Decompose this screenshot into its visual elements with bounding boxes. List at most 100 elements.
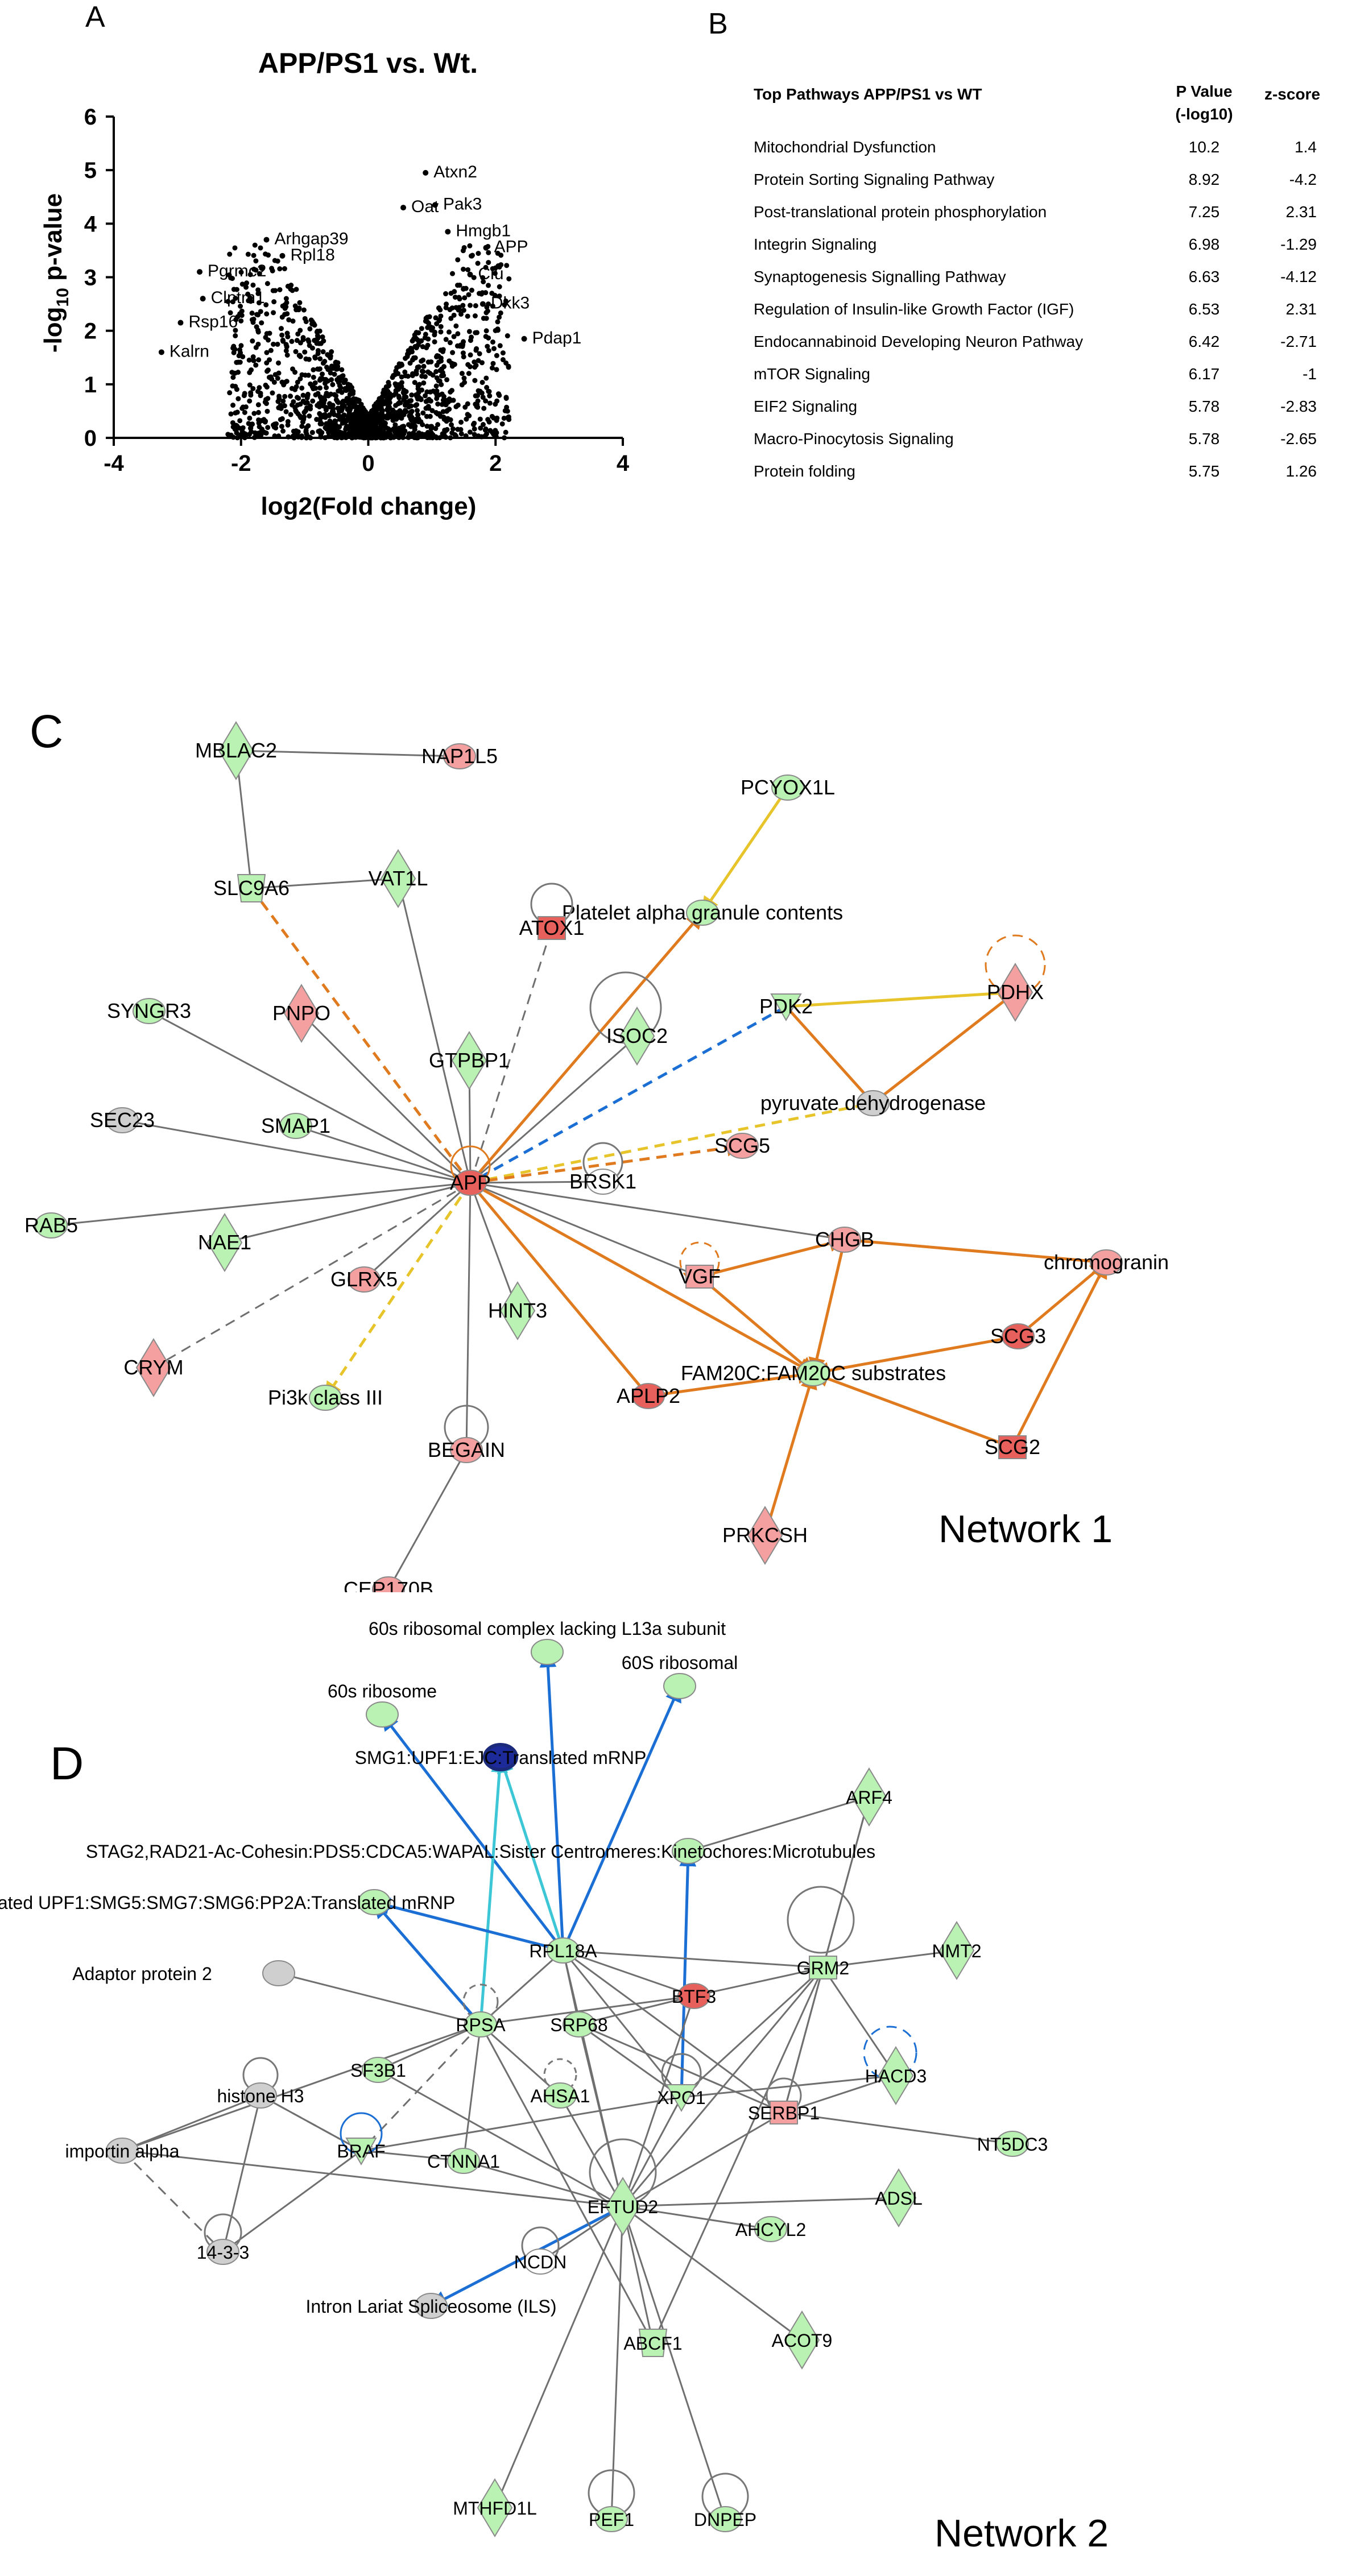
node-xpo1[interactable]: XPO1 bbox=[657, 2053, 706, 2113]
node-aplp2[interactable]: APLP2 bbox=[617, 1383, 680, 1409]
node-h3[interactable]: histone H3 bbox=[217, 2057, 304, 2109]
node-plt[interactable]: Platelet alpha granule contents bbox=[562, 900, 843, 926]
node-pcyox1l[interactable]: PCYOX1L bbox=[741, 775, 835, 801]
node-hacd3[interactable]: HACD3 bbox=[863, 2026, 927, 2105]
node-rab5[interactable]: RAB5 bbox=[24, 1212, 78, 1239]
node-pnpo[interactable]: PNPO bbox=[272, 984, 330, 1043]
node-arf4[interactable]: ARF4 bbox=[846, 1767, 892, 1827]
node-gtpbp1[interactable]: GTPBP1 bbox=[429, 1031, 510, 1090]
node-adapt[interactable]: Adaptor protein 2 bbox=[72, 1960, 295, 1986]
node-chr[interactable]: chromogranin bbox=[1044, 1249, 1169, 1275]
node-acot9[interactable]: ACOT9 bbox=[772, 2310, 833, 2370]
node-mthfd1l[interactable]: MTHFD1L bbox=[453, 2478, 537, 2537]
node-stag[interactable]: STAG2,RAD21-Ac-Cohesin:PDS5:CDCA5:WAPAL:… bbox=[86, 1838, 875, 1864]
node-rpl18a[interactable]: RPL18A bbox=[529, 1937, 597, 1964]
node-srp68[interactable]: SRP68 bbox=[550, 2011, 608, 2037]
node-label: DNPEP bbox=[694, 2509, 756, 2530]
node-vgf[interactable]: VGF bbox=[679, 1241, 721, 1289]
node-nae1[interactable]: NAE1 bbox=[198, 1213, 251, 1272]
node-nmt2[interactable]: NMT2 bbox=[932, 1921, 982, 1980]
node-sec23[interactable]: SEC23 bbox=[90, 1107, 155, 1133]
node-btf3[interactable]: BTF3 bbox=[672, 1983, 716, 2009]
node-lack[interactable]: 60s ribosomal complex lacking L13a subun… bbox=[369, 1618, 726, 1665]
node-dnpep[interactable]: DNPEP bbox=[694, 2473, 756, 2532]
node-pi3k[interactable]: Pi3k class III bbox=[268, 1385, 383, 1411]
table-row: Regulation of Insulin-like Growth Factor… bbox=[754, 300, 1317, 318]
node-chgb[interactable]: CHGB bbox=[815, 1227, 874, 1253]
node-scg5[interactable]: SCG5 bbox=[714, 1133, 770, 1159]
volcano-point bbox=[289, 338, 295, 344]
volcano-point bbox=[479, 390, 485, 396]
node-atox1[interactable]: ATOX1 bbox=[519, 883, 585, 940]
node-d1433[interactable]: 14-3-3 bbox=[197, 2213, 250, 2265]
node-pyr[interactable]: pyruvate dehydrogenase bbox=[760, 1090, 986, 1116]
volcano-point bbox=[481, 405, 487, 411]
edge bbox=[469, 911, 704, 1184]
node-crym[interactable]: CRYM bbox=[123, 1338, 184, 1397]
node-scg3[interactable]: SCG3 bbox=[990, 1323, 1046, 1349]
node-cep170b[interactable]: CEP170B bbox=[344, 1576, 433, 1592]
node-label: CTNNA1 bbox=[427, 2151, 500, 2172]
node-glrx5[interactable]: GLRX5 bbox=[330, 1266, 398, 1293]
node-label: Intron Lariat Spliceosome (ILS) bbox=[305, 2296, 556, 2317]
volcano-y-tick-label: 1 bbox=[84, 372, 97, 397]
node-ctnna1[interactable]: CTNNA1 bbox=[427, 2148, 500, 2174]
node-ahsa1[interactable]: AHSA1 bbox=[531, 2058, 590, 2109]
node-brsk1[interactable]: BRSK1 bbox=[569, 1142, 636, 1195]
node-adsl[interactable]: ADSL bbox=[875, 2168, 923, 2227]
node-prkcsh[interactable]: PRKCSH bbox=[722, 1506, 808, 1565]
volcano-point bbox=[361, 409, 367, 415]
node-begain[interactable]: BEGAIN bbox=[428, 1405, 505, 1463]
node-pdhx[interactable]: PDHX bbox=[985, 934, 1046, 1022]
edge bbox=[699, 1235, 846, 1278]
node-smg1[interactable]: SMG1:UPF1:EJC:Translated mRNP bbox=[355, 1743, 647, 1771]
volcano-point bbox=[247, 415, 253, 421]
volcano-point bbox=[382, 425, 387, 431]
volcano-point bbox=[303, 356, 309, 362]
node-nap1l5[interactable]: NAP1L5 bbox=[421, 743, 498, 769]
volcano-point bbox=[284, 344, 290, 350]
volcano-point bbox=[340, 405, 345, 411]
node-ahcyl2[interactable]: AHCYL2 bbox=[735, 2216, 807, 2242]
node-scg2[interactable]: SCG2 bbox=[985, 1435, 1040, 1459]
node-ncdn[interactable]: NCDN bbox=[514, 2226, 567, 2275]
edge bbox=[622, 2205, 771, 2230]
volcano-point bbox=[505, 408, 510, 414]
volcano-point-label: Rsp16 bbox=[188, 313, 238, 332]
node-r60s[interactable]: 60s ribosome bbox=[328, 1681, 437, 1728]
node-braf[interactable]: BRAF bbox=[337, 2112, 386, 2166]
volcano-point bbox=[337, 383, 342, 388]
edge bbox=[469, 1181, 815, 1375]
volcano-point bbox=[487, 393, 493, 399]
node-phos[interactable]: Phosphorylated UPF1:SMG5:SMG7:SMG6:PP2A:… bbox=[0, 1889, 455, 1915]
node-vat1l[interactable]: VAT1L bbox=[369, 849, 428, 908]
volcano-point bbox=[228, 275, 234, 281]
node-isoc2[interactable]: ISOC2 bbox=[589, 971, 668, 1066]
node-syngr3[interactable]: SYNGR3 bbox=[107, 998, 191, 1024]
node-r60s[interactable]: 60S ribosomal bbox=[622, 1653, 738, 1699]
node-nt5dc3[interactable]: NT5DC3 bbox=[977, 2131, 1048, 2157]
node-ils[interactable]: Intron Lariat Spliceosome (ILS) bbox=[305, 2293, 557, 2319]
node-slc9a6[interactable]: SLC9A6 bbox=[213, 874, 290, 902]
volcano-point bbox=[288, 412, 293, 417]
volcano-point bbox=[256, 417, 262, 423]
node-app[interactable]: APP bbox=[450, 1145, 491, 1196]
volcano-point bbox=[277, 266, 283, 272]
node-grm2[interactable]: GRM2 bbox=[787, 1886, 855, 1979]
node-serbp1[interactable]: SERBP1 bbox=[748, 2077, 820, 2124]
volcano-point bbox=[280, 428, 286, 434]
node-imp[interactable]: importin alpha bbox=[65, 2138, 180, 2164]
node-fam[interactable]: FAM20C:FAM20C substrates bbox=[681, 1360, 946, 1386]
node-eftud2[interactable]: EFTUD2 bbox=[588, 2138, 658, 2236]
node-rpsa[interactable]: RPSA bbox=[456, 1983, 506, 2037]
node-abcf1[interactable]: ABCF1 bbox=[623, 2329, 683, 2357]
node-smap1[interactable]: SMAP1 bbox=[261, 1113, 330, 1139]
node-mblac2[interactable]: MBLAC2 bbox=[195, 721, 277, 780]
node-hint3[interactable]: HINT3 bbox=[488, 1281, 547, 1340]
node-pdk2[interactable]: PDK2 bbox=[759, 993, 813, 1022]
volcano-point bbox=[472, 365, 478, 370]
node-sf3b1[interactable]: SF3B1 bbox=[350, 2057, 406, 2083]
node-pef1[interactable]: PEF1 bbox=[588, 2469, 635, 2532]
